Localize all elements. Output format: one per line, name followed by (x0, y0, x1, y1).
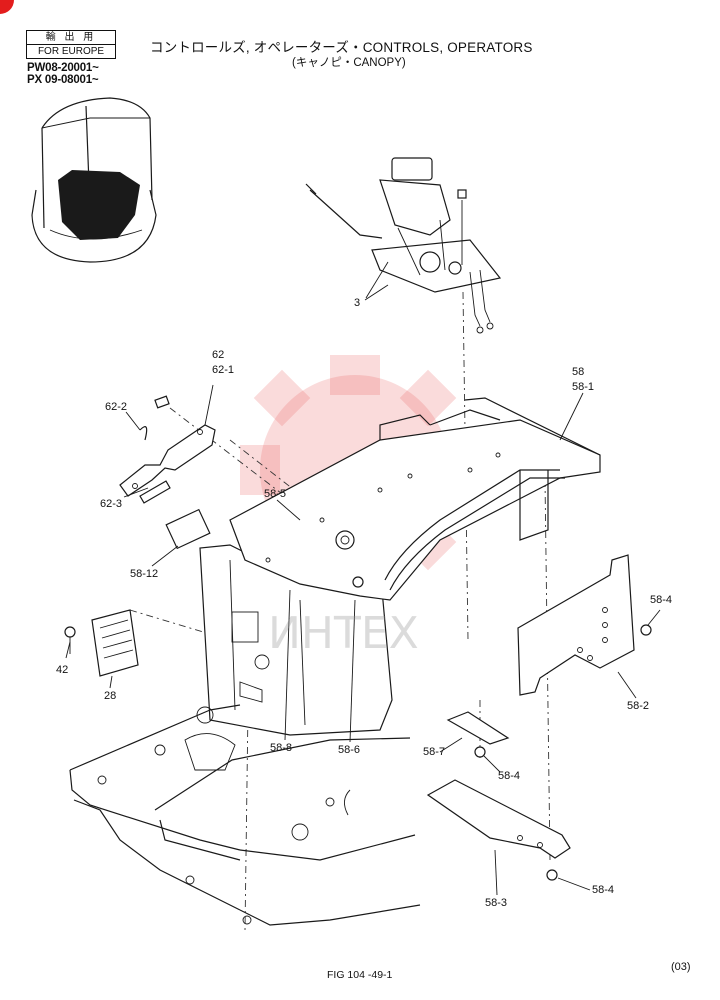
label-part-3: 3 (354, 297, 361, 309)
floor-frame-58-1 (199, 397, 601, 736)
leader-58-12 (151, 545, 179, 567)
leader-58-4a (647, 609, 661, 626)
label-part-28: 28 (104, 690, 117, 702)
label-part-58-4-upper: 58-4 (650, 594, 673, 606)
control-lever-assembly (305, 157, 502, 334)
watermark-text: ИНТЕХ (268, 608, 419, 659)
leader-58-1 (559, 392, 584, 441)
export-stamp: 輸 出 用 FOR EUROPE (26, 30, 116, 59)
leader-58-4c (557, 877, 591, 891)
label-part-58-4-middle: 58-4 (498, 770, 521, 782)
page-title: コントロールズ, オペレーターズ・CONTROLS, OPERATORS (150, 40, 533, 55)
label-part-62-2: 62-2 (105, 401, 128, 413)
label-part-58-6: 58-6 (338, 744, 361, 756)
label-part-58-4-lower: 58-4 (592, 884, 615, 896)
label-part-62-1: 62-1 (212, 364, 235, 376)
leader-58-2 (617, 671, 637, 699)
washer-58-4 (474, 746, 486, 758)
floor-plate-58-3 (426, 779, 571, 881)
label-part-42: 42 (56, 664, 69, 676)
label-part-58-3: 58-3 (485, 897, 508, 909)
leader-58-6 (349, 599, 356, 743)
leader-3 (364, 284, 389, 301)
label-part-62: 62 (212, 349, 225, 361)
side-cover-plate (119, 395, 216, 504)
label-part-58-12: 58-12 (130, 568, 159, 580)
side-plate-58-2 (517, 554, 652, 696)
insulation-pad (165, 508, 211, 550)
leader-62-2 (125, 411, 141, 431)
label-part-62-3: 62-3 (100, 498, 123, 510)
leader-58-7 (439, 737, 463, 753)
machine-canopy-thumbnail (31, 97, 157, 263)
leader-62-3 (123, 487, 149, 498)
louver-grille (64, 609, 139, 677)
leader-58-5 (276, 499, 301, 521)
export-stamp-top: 輸 出 用 (27, 31, 115, 45)
leader-58-4b (483, 755, 501, 773)
export-stamp-bottom: FOR EUROPE (37, 46, 105, 57)
model-range-1: PW08-20001~ (27, 62, 99, 74)
leader-58-3 (494, 849, 498, 896)
label-part-58: 58 (572, 366, 585, 378)
leader-28 (109, 675, 113, 689)
label-part-58-2: 58-2 (627, 700, 650, 712)
leader-58-8 (284, 589, 291, 741)
page-code: (03) (671, 961, 691, 973)
label-part-58-7: 58-7 (423, 746, 446, 758)
upper-structure-base (69, 704, 421, 926)
model-range-2: PX 09-08001~ (27, 74, 99, 86)
label-part-58-1: 58-1 (572, 381, 595, 393)
label-part-58-5: 58-5 (264, 488, 287, 500)
leader-62-1 (204, 384, 214, 426)
leader-42 (65, 641, 71, 659)
figure-number: FIG 104 -49-1 (327, 969, 393, 981)
label-part-58-8: 58-8 (270, 742, 293, 754)
page-subtitle: (キャノピ・CANOPY) (292, 57, 406, 69)
bracket-58-7 (446, 711, 510, 745)
